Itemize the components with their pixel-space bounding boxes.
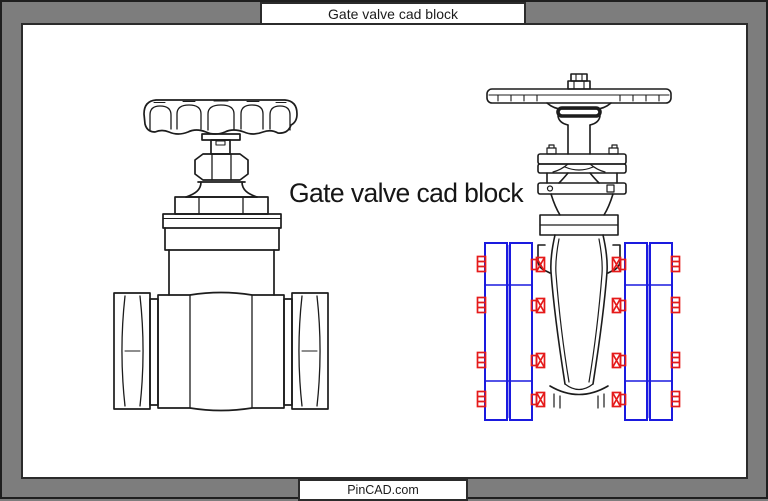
threaded-gate-valve-drawing: [113, 99, 329, 412]
drawing-caption: Gate valve cad block: [289, 178, 524, 208]
flange-pair-left: [484, 242, 533, 421]
flanged-gate-valve-drawing: [486, 73, 672, 409]
stem-and-gland: [546, 102, 612, 155]
bolt-nut-icon: [530, 297, 546, 314]
body-wedge: [537, 234, 621, 409]
bolt-nut-icon: [611, 352, 627, 369]
bonnet-yoke: [537, 144, 627, 195]
bolt-nut-icon: [611, 297, 627, 314]
bolt-nut-icon: [611, 391, 627, 408]
valve-stem: [201, 133, 241, 155]
hex-end-cap-left: [113, 292, 151, 410]
valve-body: [157, 291, 285, 412]
bonnet-taper: [539, 193, 619, 236]
packing-hex-nut: [194, 153, 249, 181]
handwheel-bar: [486, 88, 672, 104]
hex-end-cap-right: [291, 292, 329, 410]
footer-tab: PinCAD.com: [298, 479, 468, 501]
body-neck: [164, 227, 280, 296]
bonnet-collar: [162, 196, 282, 229]
bolt-nut-icon: [530, 352, 546, 369]
flange-pair-right: [624, 242, 673, 421]
union-ring-right: [283, 298, 293, 406]
bonnet-bell: [185, 181, 258, 198]
bolt-nut-icon: [530, 391, 546, 408]
pipe-flanges: [484, 242, 673, 421]
footer-label: PinCAD.com: [347, 483, 419, 497]
title-tab: Gate valve cad block: [260, 2, 526, 25]
title-tab-label: Gate valve cad block: [328, 5, 458, 22]
union-ring-left: [149, 298, 159, 406]
handwheel-knob: [143, 99, 298, 135]
stem-top-nut: [567, 73, 591, 90]
